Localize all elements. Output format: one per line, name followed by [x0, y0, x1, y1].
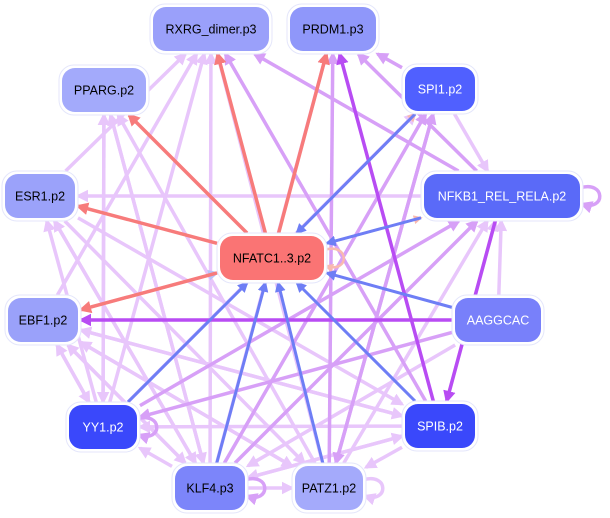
node-label: YY1.p2 [82, 421, 123, 435]
edge-klf4-to-spi1 [222, 111, 428, 464]
edge-aaggcac-to-yy1 [137, 330, 453, 421]
node-box[interactable] [295, 466, 363, 510]
node-label: PPARG.p2 [74, 84, 134, 98]
node-label: EBF1.p2 [19, 314, 68, 328]
node-rxrg[interactable]: RXRG_dimer.p3 [149, 3, 273, 55]
edge-nfatc-to-prdm1 [276, 51, 330, 234]
edge-nfkb1-to-nfatc [324, 216, 422, 247]
edge-spi1-to-prdm1 [375, 52, 403, 70]
edge-esr1-to-spib [77, 216, 405, 406]
edge-esr1-to-patz1 [63, 219, 307, 465]
edge-nfatc-to-pparg [127, 113, 249, 235]
edge-spi1-to-nfkb1 [452, 113, 490, 174]
edge-patz1-to-prdm1 [326, 51, 339, 464]
edge-nfatc-to-rxrg [214, 51, 268, 234]
node-box[interactable] [8, 298, 78, 342]
node-box[interactable] [153, 7, 269, 51]
edge-layer [43, 51, 602, 506]
node-prdm1[interactable]: PRDM1.p3 [286, 3, 380, 55]
edge-patz1-to-patz1 [362, 476, 385, 506]
edge-yy1-to-ebf1 [55, 342, 91, 403]
edge-spib-to-rxrg [223, 51, 428, 402]
edge-spib-to-klf4 [245, 434, 403, 482]
node-patz1[interactable]: PATZ1.p2 [291, 462, 367, 514]
node-box[interactable] [5, 174, 75, 218]
node-box[interactable] [290, 7, 376, 51]
node-box[interactable] [424, 174, 580, 218]
edge-patz1-to-pparg [116, 112, 317, 464]
node-box[interactable] [220, 236, 324, 280]
node-label: RXRG_dimer.p3 [165, 23, 256, 37]
edge-spi1-to-nfatc [295, 112, 417, 235]
node-label: SPIB.p2 [417, 420, 463, 434]
node-spib[interactable]: SPIB.p2 [401, 400, 479, 452]
node-aaggcac[interactable]: AAGGCAC [451, 294, 545, 346]
node-box[interactable] [455, 298, 541, 342]
edge-nfatc-to-nfatc [323, 247, 345, 273]
edge-nfatc-to-ebf1 [78, 271, 218, 314]
node-label: NFATC1..3.p2 [233, 252, 311, 266]
edge-klf4-to-rxrg [204, 51, 218, 464]
node-label: SPI1.p2 [418, 83, 463, 97]
node-ebf1[interactable]: EBF1.p2 [4, 294, 82, 346]
node-label: NFKB1_REL_RELA.p2 [438, 190, 567, 204]
edge-aaggcac-to-nfatc [324, 270, 453, 309]
node-spi1[interactable]: SPI1.p2 [401, 63, 479, 115]
edge-yy1-to-nfatc [126, 281, 249, 404]
node-nfatc[interactable]: NFATC1..3.p2 [216, 232, 328, 284]
node-esr1[interactable]: ESR1.p2 [1, 170, 79, 222]
edge-aaggcac-to-nfkb1 [494, 218, 508, 296]
edge-klf4-to-klf4 [244, 476, 267, 506]
node-label: PRDM1.p3 [302, 23, 363, 37]
edge-yy1-to-nfkb1 [139, 219, 461, 408]
edge-nfkb1-to-nfkb1 [579, 184, 602, 214]
node-box[interactable] [69, 405, 137, 449]
edge-patz1-to-nfatc [275, 280, 325, 464]
node-box[interactable] [62, 68, 146, 112]
node-pparg[interactable]: PPARG.p2 [58, 64, 150, 116]
node-box[interactable] [175, 466, 245, 510]
edge-nfatc-to-esr1 [75, 202, 218, 245]
edge-spib-to-nfatc [295, 281, 417, 403]
edge-klf4-to-yy1 [137, 446, 173, 468]
edge-klf4-to-nfatc [215, 280, 269, 464]
node-box[interactable] [405, 67, 475, 111]
edge-spib-to-patz1 [363, 445, 403, 469]
node-nfkb1[interactable]: NFKB1_REL_RELA.p2 [420, 170, 584, 222]
node-yy1[interactable]: YY1.p2 [65, 401, 141, 453]
node-label: ESR1.p2 [15, 190, 65, 204]
node-label: KLF4.p3 [186, 482, 233, 496]
node-klf4[interactable]: KLF4.p3 [171, 462, 249, 514]
node-label: PATZ1.p2 [302, 482, 356, 496]
node-label: AAGGCAC [467, 314, 530, 328]
node-box[interactable] [405, 404, 475, 448]
